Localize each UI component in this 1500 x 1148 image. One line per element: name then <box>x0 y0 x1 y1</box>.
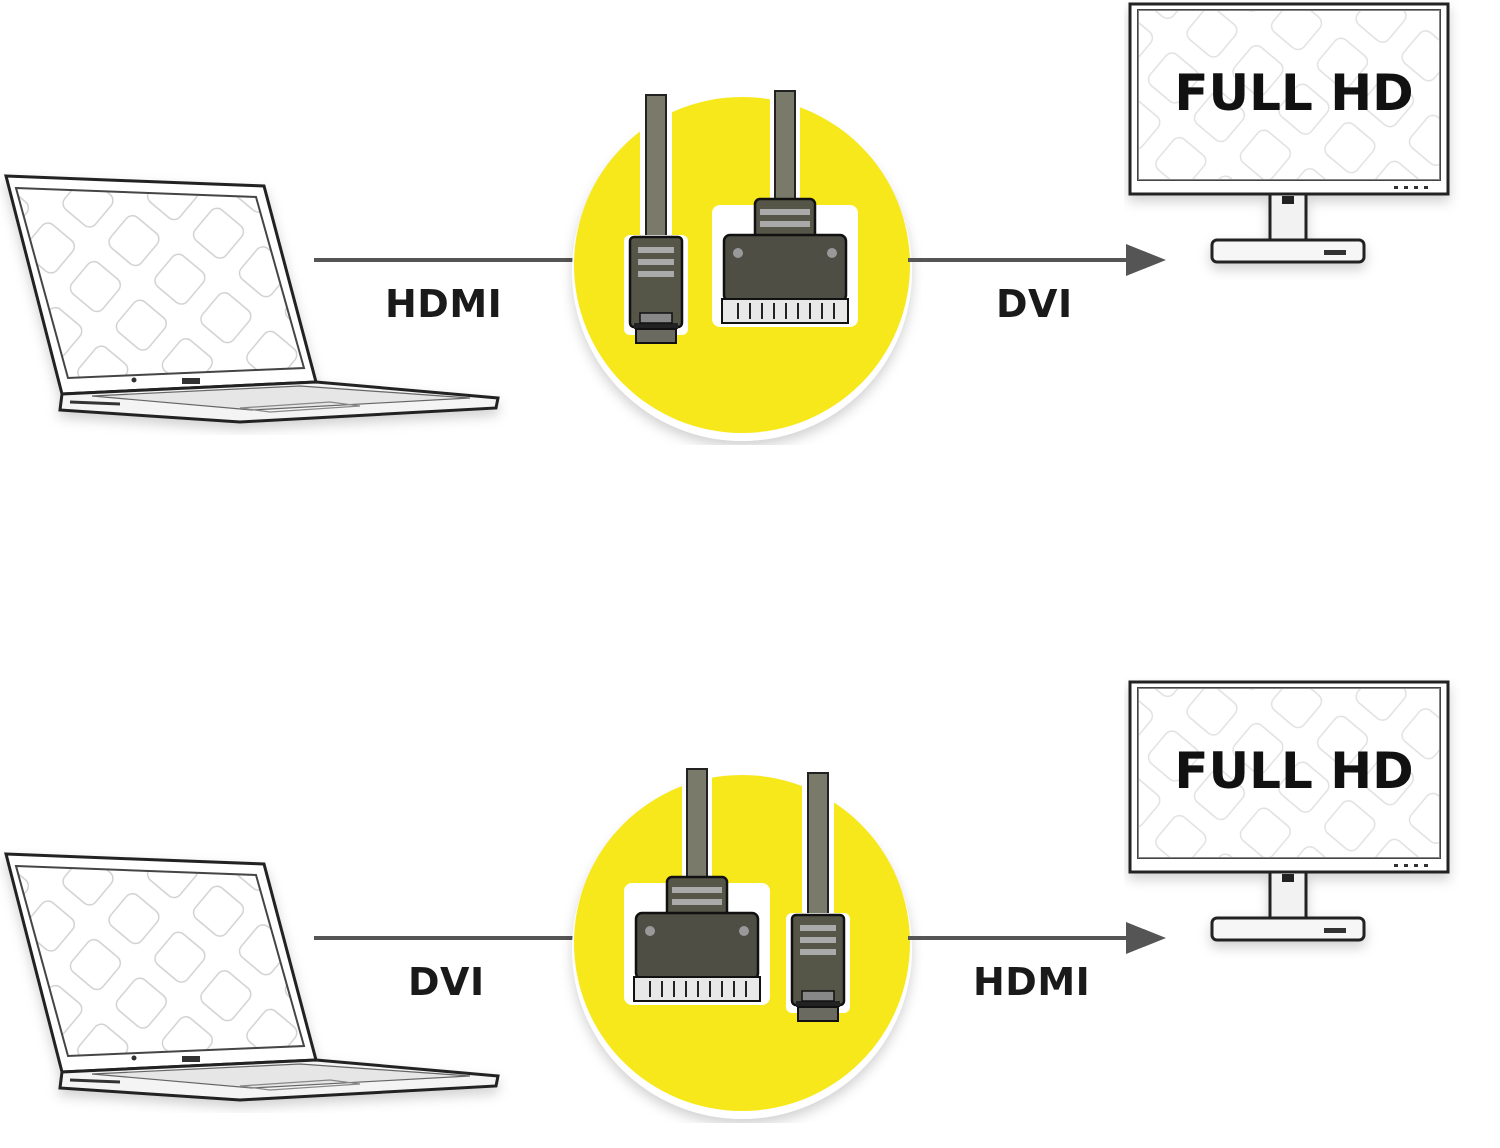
source-label: HDMI <box>385 282 503 326</box>
target-label: DVI <box>996 282 1073 326</box>
diagram-dvi-to-hdmi: FULL HD DVI HDMI <box>0 678 1500 1138</box>
dvi-plug-icon <box>712 90 858 327</box>
hdmi-plug-icon <box>786 772 850 1022</box>
target-label: HDMI <box>973 960 1091 1004</box>
diagram-hdmi-to-dvi: FULL HD HDMI DVI <box>0 0 1500 460</box>
arrow-icon <box>908 244 1166 276</box>
connection-line-left <box>314 258 584 262</box>
laptop-icon <box>4 852 500 1102</box>
arrow-icon <box>908 922 1166 954</box>
dvi-plug-icon <box>624 768 770 1005</box>
laptop-icon <box>4 174 500 424</box>
monitor-resolution-label: FULL HD <box>1174 64 1413 122</box>
connection-line-left <box>314 936 584 940</box>
hdmi-plug-icon <box>624 94 688 344</box>
cable-connectors-circle <box>572 90 912 441</box>
monitor-icon: FULL HD <box>1128 2 1450 264</box>
monitor-icon: FULL HD <box>1128 680 1450 942</box>
cable-connectors-circle <box>572 768 912 1119</box>
source-label: DVI <box>408 960 485 1004</box>
monitor-resolution-label: FULL HD <box>1174 742 1413 800</box>
